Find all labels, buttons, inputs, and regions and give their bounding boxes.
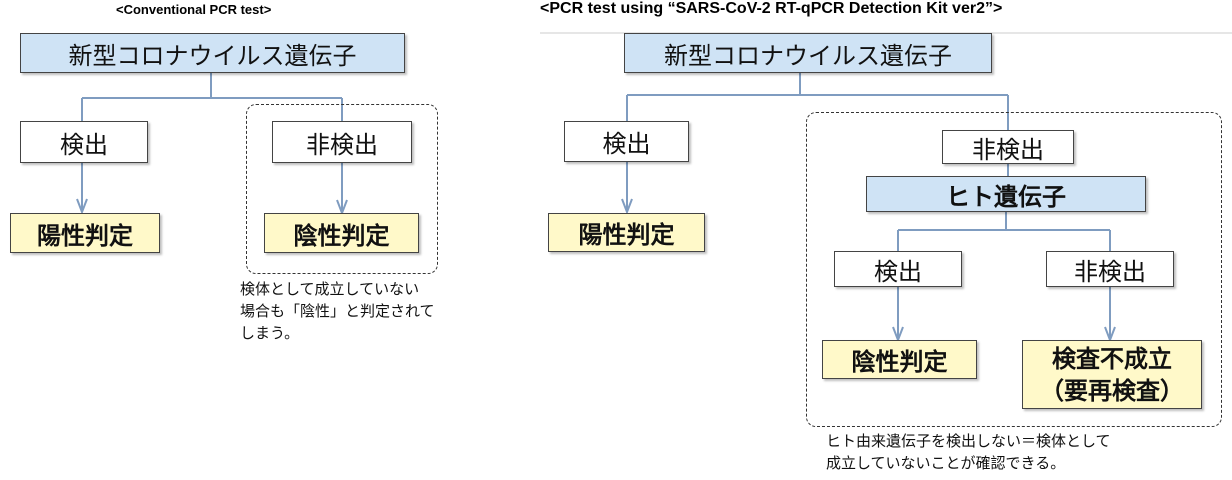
note-line: 成立していないことが確認できる。 [826, 454, 1066, 472]
note-line: 検体として成立していない [240, 280, 420, 298]
note-line: 場合も「陰性」と判定されて [240, 302, 435, 320]
right-positive-result-box: 陽性判定 [548, 213, 705, 252]
invalid-test-label: 検査不成立 [1052, 344, 1172, 373]
right-root-gene-box: 新型コロナウイルス遺伝子 [624, 33, 992, 73]
invalid-test-box: 検査不成立 （要再検査） [1022, 340, 1202, 409]
note-line: しまう。 [240, 324, 300, 342]
right-not-detected-box: 非検出 [942, 130, 1074, 164]
left-note: 検体として成立していない 場合も「陰性」と判定されて しまう。 [240, 278, 435, 344]
left-dashed-group [246, 104, 438, 274]
left-branch-connector [81, 73, 343, 121]
left-diagram-title: <Conventional PCR test> [116, 2, 272, 17]
left-root-gene-box: 新型コロナウイルス遺伝子 [20, 33, 405, 73]
left-negative-result-box: 陰性判定 [264, 213, 419, 253]
right-detected-box: 検出 [564, 121, 689, 162]
human-branch-connector [897, 212, 1111, 251]
left-detected-box: 検出 [20, 121, 148, 163]
right-branch-connector [626, 73, 1009, 130]
note-line: ヒト由来遺伝子を検出しない＝検体として [826, 432, 1111, 450]
left-positive-result-box: 陽性判定 [10, 213, 160, 253]
human-not-detected-box: 非検出 [1046, 251, 1174, 287]
retest-required-label: （要再検査） [1040, 376, 1184, 405]
human-gene-box: ヒト遺伝子 [866, 176, 1146, 212]
right-dashed-group [806, 112, 1222, 427]
right-negative-result-box: 陰性判定 [822, 340, 977, 379]
left-not-detected-box: 非検出 [272, 121, 412, 163]
right-note: ヒト由来遺伝子を検出しない＝検体として 成立していないことが確認できる。 [826, 430, 1111, 474]
right-diagram-title: <PCR test using “SARS-CoV-2 RT-qPCR Dete… [540, 0, 1003, 17]
human-detected-box: 検出 [834, 251, 962, 287]
